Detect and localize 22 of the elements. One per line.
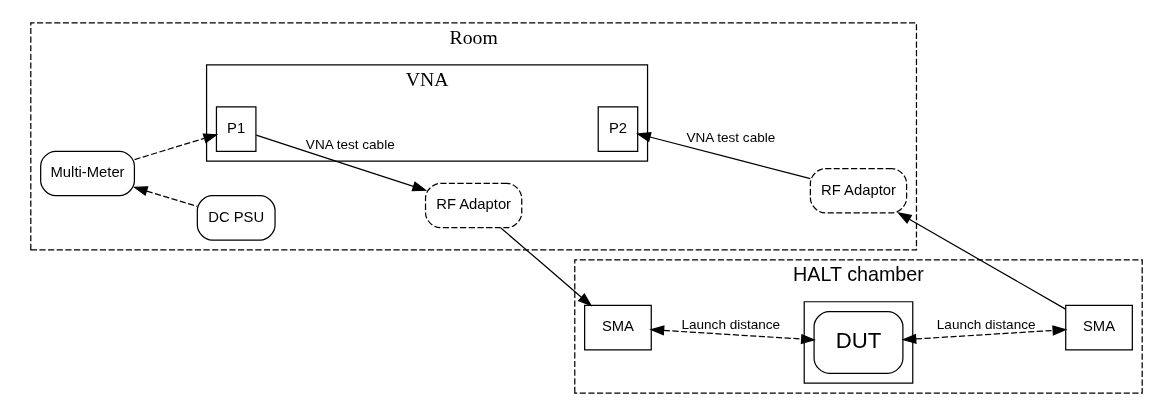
- node-box: RF Adaptor: [424, 182, 523, 229]
- arrow: [134, 133, 219, 161]
- arrow: [636, 132, 811, 180]
- edge-label: Launch distance: [681, 316, 781, 332]
- node-box: P2: [597, 106, 639, 152]
- edge-label: VNA test cable: [305, 136, 395, 152]
- node-box: SMA: [1065, 304, 1133, 351]
- node-box: DUT: [813, 311, 904, 374]
- node-box: P1: [215, 106, 257, 152]
- node-box: SMA: [584, 304, 652, 351]
- arrow: [649, 325, 816, 345]
- cluster: [803, 301, 914, 384]
- node-box: DC PSU: [196, 195, 276, 241]
- arrow: [896, 212, 1067, 310]
- edge-label: Launch distance: [936, 316, 1036, 332]
- arrow: [255, 134, 428, 192]
- arrow: [132, 186, 198, 207]
- edge-label: VNA test cable: [686, 130, 776, 146]
- arrow: [500, 227, 593, 307]
- node-box: Multi-Meter: [40, 150, 136, 197]
- arrow: [901, 325, 1068, 345]
- node-box: RF Adaptor: [809, 167, 908, 214]
